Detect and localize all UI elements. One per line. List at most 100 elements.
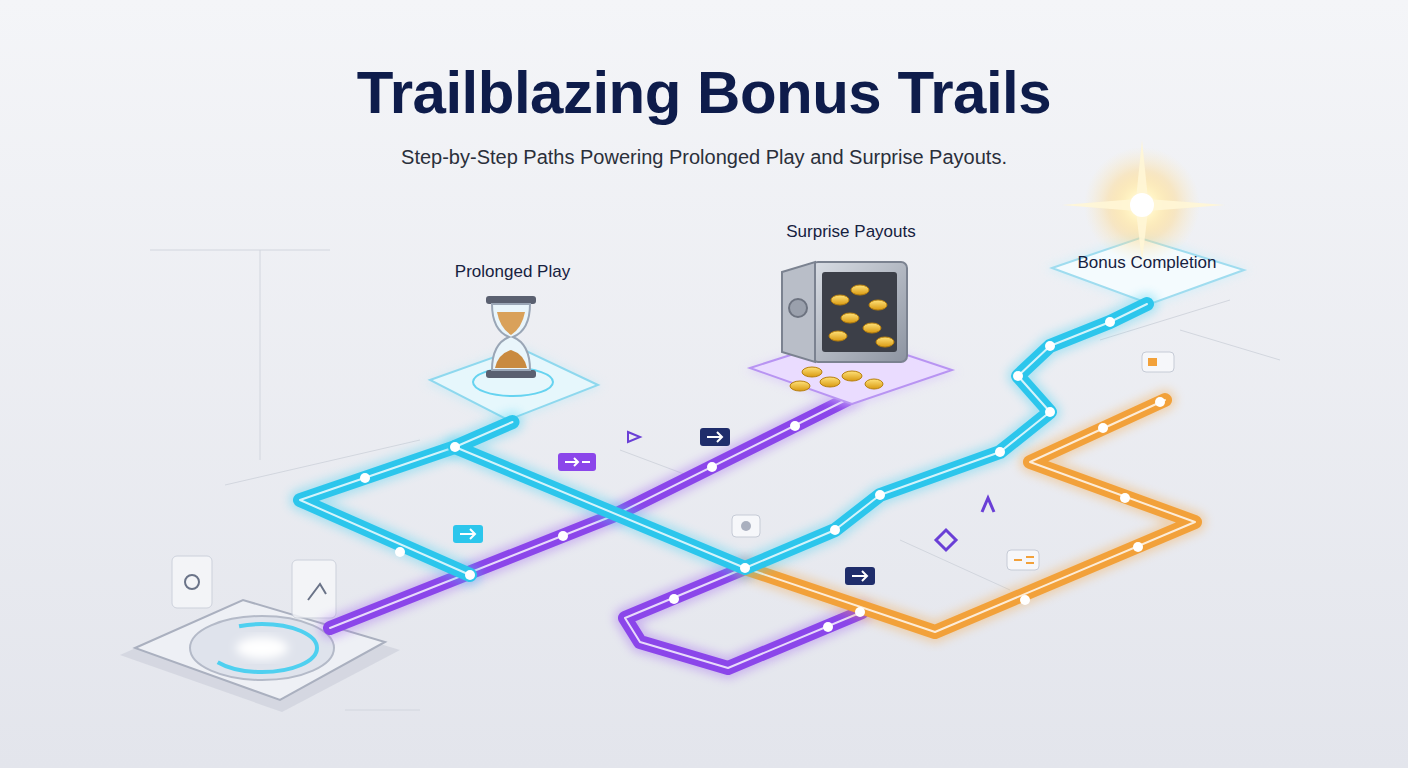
gold-coins-part [842,371,862,381]
start-platform-part [308,584,326,600]
platform-label: Prolonged Play [414,262,611,282]
completion-platform-part [1062,140,1225,262]
hourglass-platform-part [430,348,598,420]
gold-coins-part [863,323,881,333]
trail-dots-part [1155,397,1165,407]
grid-lines [150,250,1280,710]
arrow-badges-part [565,458,590,466]
grid-lines-part [900,540,1010,590]
trail-dot [995,447,1005,457]
trail-dot [740,563,750,573]
arrow-badges-part [732,515,760,537]
platform-label: Bonus Completion [1044,253,1250,273]
gold-coins-part [790,381,810,391]
arrow-badges-part [558,453,596,471]
trail-dots-part [1133,542,1143,552]
gold-coins-part [865,379,883,389]
trail-dots-part [1098,423,1108,433]
orange-trail-part [745,400,1195,632]
trail-line [455,304,1147,568]
trail-dots-part [395,547,405,557]
trail-dots-part [1120,493,1130,503]
orange-trail-part [745,400,1195,632]
platform-node: Prolonged Play [414,262,611,422]
trail-dot [1045,341,1055,351]
grid-lines-part [260,250,261,460]
trail-dot [1045,407,1055,417]
gold-coins-part [869,300,887,310]
vault-platform-part [782,262,815,362]
arrow-badges-part [982,498,994,512]
start-platform-part [236,637,288,659]
hourglass-platform-part [492,304,530,370]
gold-coins-part [876,337,894,347]
hourglass-platform-part [486,370,536,378]
trail-dots-part [360,473,370,483]
gold-coins [790,285,894,391]
trail-dot [875,490,885,500]
hourglass-platform-part [497,312,525,335]
trail-dots-part [823,622,833,632]
cyan-loop-part [300,447,470,575]
trail-dots-part [855,607,865,617]
arrow-badges-part [1007,550,1039,570]
vault-platform-part [789,299,807,317]
trail-dot [450,442,460,452]
purple-trail-part [625,568,862,668]
trail-dots-part [669,594,679,604]
orange-trail [745,400,1195,632]
arrow-badges-part [936,530,956,550]
trail-dot [1013,371,1023,381]
subtitle: Step-by-Step Paths Powering Prolonged Pl… [0,146,1408,169]
start-platform-part [292,560,336,618]
platform-label: Surprise Payouts [739,222,963,242]
trail-dot [830,525,840,535]
arrow-badges-part [1014,557,1034,563]
purple-trail-part [625,568,862,668]
vault-platform-part [822,272,897,352]
arrow-badges-part [852,571,867,581]
platform-node: Surprise Payouts [739,222,963,404]
grid-lines-part [150,250,330,251]
gold-coins-part [829,331,847,341]
completion-platform [1045,140,1250,308]
start-platform-part [207,624,317,672]
trail-dots-part [465,570,475,580]
trail-dots-part [558,531,568,541]
gold-coins-part [841,313,859,323]
cyan-loop-part [300,447,470,575]
trail-dots-part [707,462,717,472]
trail-dot [1105,317,1115,327]
gold-coins-part [851,285,869,295]
diagram-title: Trailblazing Bonus Trails [0,58,1408,127]
start-platform-part [190,616,334,680]
gold-coins-part [802,367,822,377]
grid-lines-part [1180,330,1280,360]
arrow-badges-part [1142,352,1174,372]
start-platform-part [185,575,199,589]
orange-trail-part [745,400,1195,632]
platform-node: Bonus Completion [1044,249,1250,304]
trail-dots-part [1020,595,1030,605]
purple-trail [330,398,862,668]
cyan-loop-part [300,447,470,575]
arrow-badges-part [845,567,875,585]
arrow-badges-part [460,529,475,539]
trail-dots-part [790,421,800,431]
hourglass-platform-part [486,296,536,304]
vault-platform-part [812,262,907,362]
gold-coins-part [831,295,849,305]
arrow-badges-part [741,521,751,531]
grid-lines-part [345,710,420,711]
arrow-badges-part [1148,358,1157,366]
arrow-badges-part [628,432,640,442]
hourglass-platform-part [473,368,553,396]
vault-platform [745,262,957,408]
arrow-badges-part [700,428,730,446]
purple-trail-part [625,568,862,668]
cyan-trail [450,304,1147,573]
hourglass-platform-part [495,350,527,368]
cyan-loop [300,447,470,575]
hourglass-platform [425,296,602,424]
